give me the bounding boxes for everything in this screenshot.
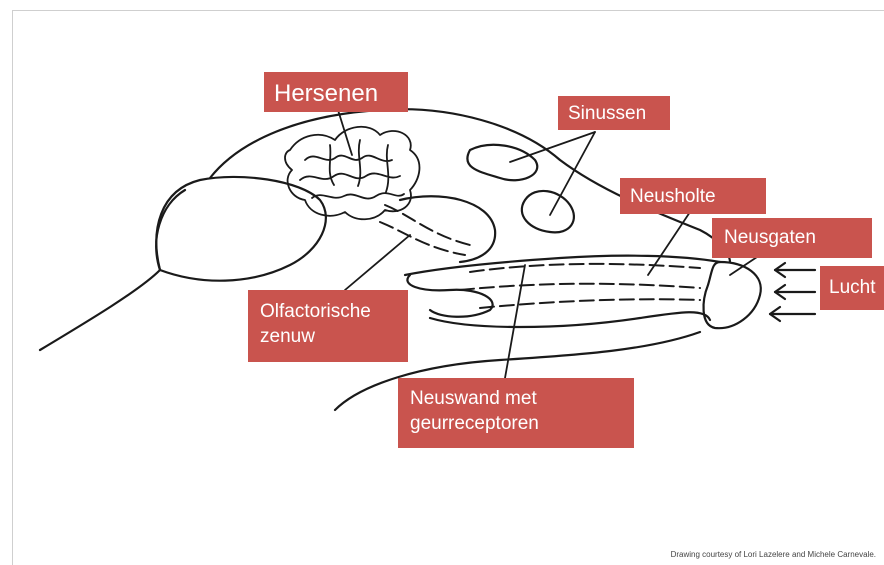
pointer-hersenen (338, 110, 352, 155)
turbinate-dash-1 (470, 264, 700, 272)
neck-outline (40, 190, 185, 350)
olfactory-nerve (385, 205, 470, 245)
sinus-upper (467, 145, 537, 180)
label-lucht-text: Lucht (829, 277, 875, 298)
pointer-neuswand (505, 265, 525, 378)
pointer-neusgaten (730, 255, 760, 275)
label-neusgaten: Neusgaten (712, 218, 872, 258)
brain-convolutions (285, 127, 419, 219)
nose-tip-outline (704, 262, 761, 328)
label-neuswand-line1: Neuswand met (410, 387, 622, 412)
label-hersenen-text: Hersenen (274, 80, 378, 107)
snout-lower-outline (430, 312, 710, 327)
label-lucht: Lucht (820, 266, 884, 310)
pointer-sinussen-2 (550, 132, 595, 215)
label-neusgaten-text: Neusgaten (724, 227, 816, 248)
pointer-olfactorische (345, 235, 410, 290)
drawing-credit: Drawing courtesy of Lori Lazelere and Mi… (671, 550, 876, 559)
turbinate-dash-2 (460, 284, 700, 290)
label-olfactorische-line2: zenuw (260, 325, 396, 350)
air-arrows (770, 263, 815, 321)
label-hersenen: Hersenen (264, 72, 408, 112)
label-neusholte-text: Neusholte (630, 186, 716, 207)
label-sinussen: Sinussen (558, 96, 670, 130)
sinus-lower (522, 191, 574, 232)
label-olfactorische-line1: Olfactorische (260, 300, 396, 325)
label-neuswand: Neuswand met geurreceptoren (398, 378, 634, 448)
label-neusholte: Neusholte (620, 178, 766, 214)
turbinate-dash-3 (480, 299, 700, 308)
label-neuswand-line2: geurreceptoren (410, 412, 622, 437)
label-olfactorische-zenuw: Olfactorische zenuw (248, 290, 408, 362)
label-sinussen-text: Sinussen (568, 103, 646, 124)
nasal-passage-loop (407, 275, 492, 317)
